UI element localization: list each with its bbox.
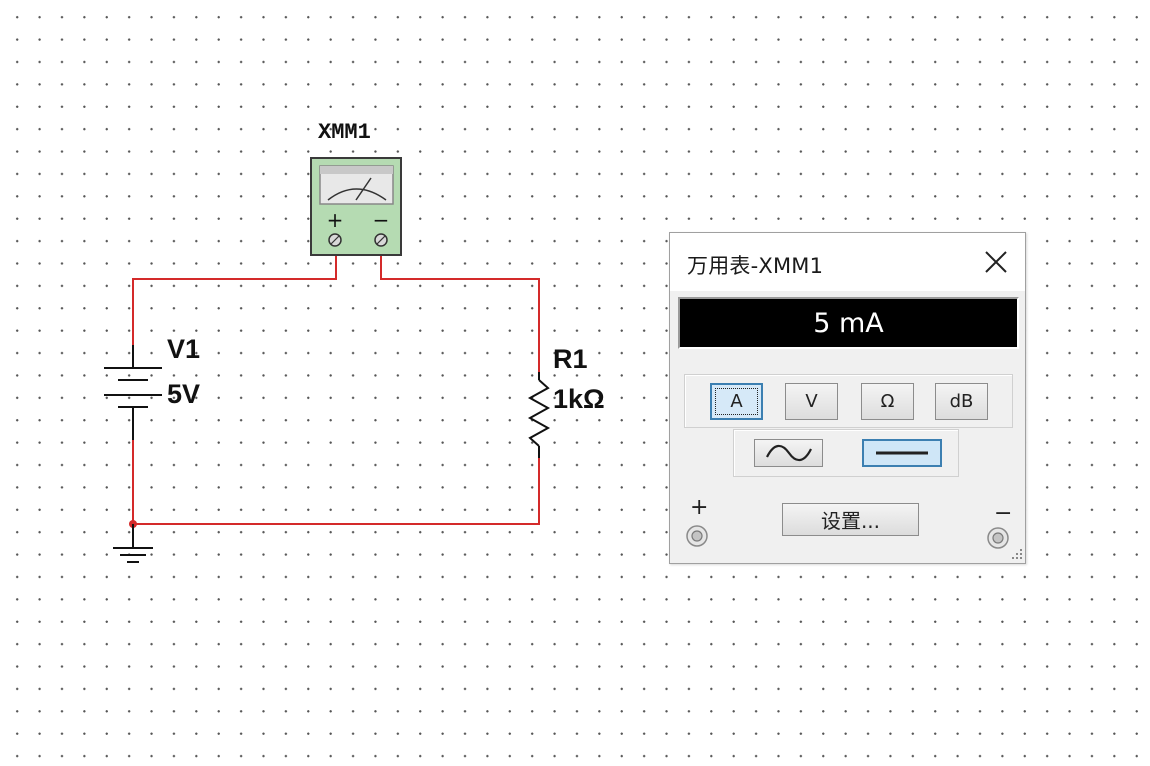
window-title: 万用表-XMM1	[687, 254, 824, 278]
resistor-value-label: 1kΩ	[553, 384, 605, 414]
resistor-ref-label: R1	[553, 344, 588, 374]
dc-line-icon	[876, 451, 928, 455]
settings-button[interactable]: 设置...	[782, 503, 919, 536]
multimeter-icon[interactable]	[310, 157, 402, 256]
reading-value: 5 mA	[813, 307, 884, 339]
measurement-mode-group: A V Ω dB	[684, 374, 1013, 428]
settings-label: 设置...	[820, 509, 881, 533]
positive-terminal-label: +	[690, 495, 709, 520]
source-value-label: 5V	[167, 379, 200, 409]
source-ref-label: V1	[167, 334, 200, 364]
ac-wave-icon	[765, 444, 812, 462]
wire-ground-to-r1[interactable]	[133, 458, 540, 525]
battery-v1[interactable]	[104, 345, 162, 440]
mode-label: V	[805, 391, 818, 412]
positive-terminal-icon[interactable]	[686, 525, 708, 547]
close-icon[interactable]	[980, 246, 1012, 278]
meter-minus-sign: −	[373, 208, 390, 232]
ac-mode-button[interactable]	[754, 439, 823, 467]
dc-mode-button[interactable]	[862, 439, 942, 467]
negative-terminal-icon[interactable]	[987, 527, 1009, 549]
ground-symbol[interactable]	[113, 524, 153, 563]
mode-button-decibel[interactable]: dB	[935, 383, 988, 420]
negative-terminal-label: −	[994, 501, 1013, 526]
window-titlebar[interactable]: 万用表-XMM1	[670, 233, 1025, 291]
mode-label: Ω	[880, 391, 895, 412]
signal-type-group	[733, 429, 959, 477]
meter-plus-sign: +	[327, 208, 344, 232]
wire-meter-minus-to-r1[interactable]	[380, 256, 540, 372]
resistor-r1[interactable]	[527, 372, 551, 458]
mode-button-voltmeter[interactable]: V	[785, 383, 838, 420]
wire-meter-plus-to-v1[interactable]	[132, 256, 337, 345]
circuit-wires[interactable]	[132, 256, 540, 525]
reading-display: 5 mA	[678, 297, 1019, 349]
mode-button-ammeter[interactable]: A	[710, 383, 763, 420]
mode-label: A	[730, 391, 743, 412]
multimeter-window[interactable]: 万用表-XMM1 5 mA A V Ω dB	[669, 232, 1026, 564]
mode-button-ohmmeter[interactable]: Ω	[861, 383, 914, 420]
multimeter-ref-label: XMM1	[318, 120, 371, 145]
resize-grip-icon[interactable]	[1009, 547, 1023, 561]
mode-label: dB	[949, 391, 974, 412]
